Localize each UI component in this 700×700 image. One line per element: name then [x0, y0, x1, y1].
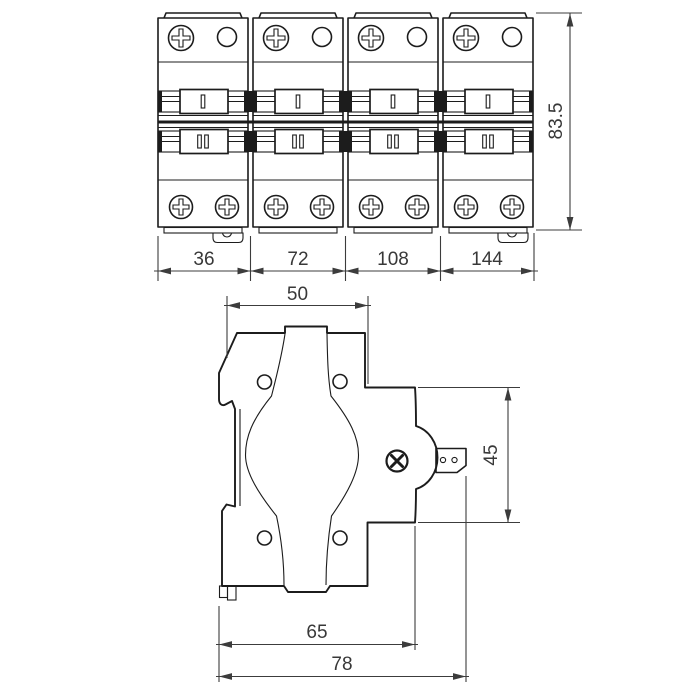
rivet-hole-icon — [332, 373, 348, 390]
housing-waist-left — [244, 333, 286, 586]
height-label: 83.5 — [546, 103, 567, 140]
lower-width-extension-lines — [218, 526, 416, 682]
height-extension-lines — [536, 12, 582, 231]
width-label-1: 36 — [193, 249, 214, 270]
breaker-module-3 — [347, 12, 439, 234]
rivet-hole-icon — [332, 530, 348, 546]
cross-screw-icon — [385, 449, 409, 473]
side-outline — [218, 325, 439, 593]
rivet-hole-icon — [256, 374, 273, 390]
breaker-module-2 — [252, 12, 344, 234]
front-view — [157, 12, 534, 244]
rivet-hole-icon — [256, 530, 273, 546]
module-gap-fillers — [248, 91, 443, 152]
width-label-4: 144 — [471, 249, 503, 270]
bottom-width-label: 78 — [331, 654, 352, 675]
side-view — [218, 325, 467, 601]
front-view-dimensions: 36 72 108 144 83.5 — [154, 12, 582, 281]
breaker-module-1 — [157, 12, 249, 234]
width-label-3: 108 — [377, 249, 409, 270]
din-foot — [218, 585, 237, 601]
right-height-label: 45 — [481, 444, 502, 465]
right-height-extension-lines — [418, 386, 520, 524]
top-width-label: 50 — [287, 284, 308, 305]
lower-width-label: 65 — [306, 622, 327, 643]
din-clip-tab — [497, 232, 529, 244]
width-extension-lines — [157, 233, 535, 281]
side-view-dimensions: 50 45 65 78 — [216, 284, 520, 682]
din-clip-tab — [212, 232, 244, 244]
breaker-module-4 — [442, 12, 534, 234]
width-label-2: 72 — [287, 249, 308, 270]
housing-waist-right — [325, 333, 360, 586]
top-width-extension-lines — [226, 296, 369, 384]
terminal-blade — [435, 447, 467, 474]
